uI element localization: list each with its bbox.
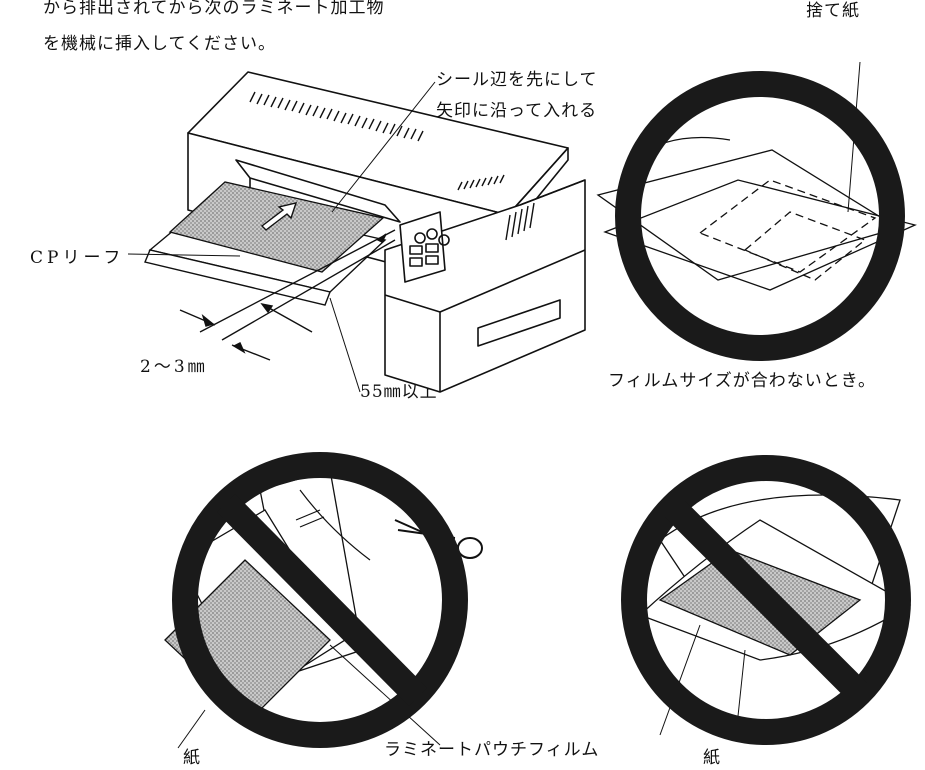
seal-edge-label-line-2: 矢印に沿って入れる: [436, 101, 598, 121]
intro-text-line-1: から排出されてから次のラミネート加工物: [43, 0, 385, 18]
seal-edge-label-line-1: シール辺を先にして: [436, 70, 598, 90]
cp-leaf-sheet: [168, 181, 385, 273]
prohibition-overlapping-sheets: [621, 455, 912, 745]
dimension-lines: [179, 229, 396, 361]
cp-leaf-label: CPリーフ: [30, 248, 125, 268]
side-vent-stripes: [457, 174, 535, 241]
pouch-film-label: ラミネートパウチフィルム: [384, 740, 600, 760]
prohibition-size-mismatch: [596, 61, 917, 361]
gap-dimension-label: 2～3㎜: [140, 357, 208, 377]
prohibition-cut-pouch: [164, 452, 483, 749]
size-mismatch-caption: フィルムサイズが合わないとき。: [608, 371, 876, 391]
laminator-machine: [187, 71, 586, 393]
intro-text-line-2: を機械に挿入してください。: [43, 34, 276, 54]
paper-label-right: 紙: [703, 748, 721, 768]
discard-paper-label: 捨て紙: [806, 1, 860, 21]
insert-direction-arrow: [260, 202, 298, 231]
min-length-label: 55㎜以上: [360, 382, 438, 402]
leader-lines: [127, 81, 436, 393]
paper-label-left: 紙: [183, 748, 201, 768]
top-vent-stripes: [249, 91, 424, 142]
